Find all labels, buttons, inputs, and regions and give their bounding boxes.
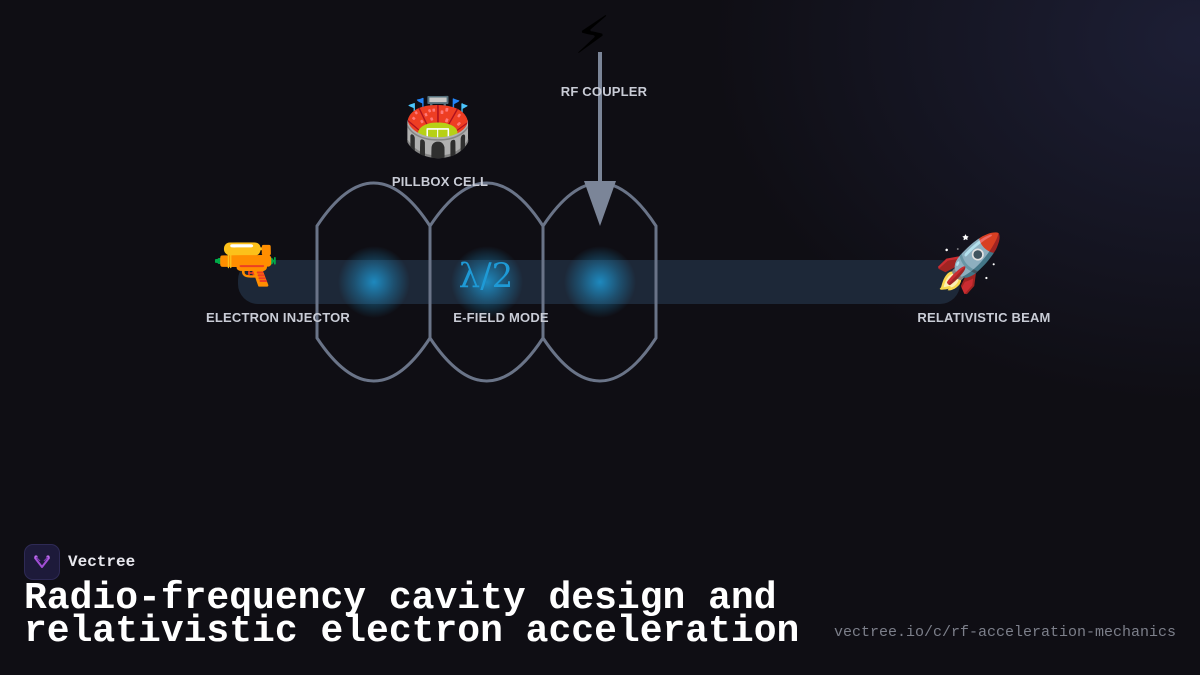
stadium-icon: 🏟️ — [403, 95, 473, 160]
vectree-logo-icon — [24, 544, 60, 580]
half-wavelength-label: λ/2 — [458, 256, 514, 296]
field-glow-1 — [338, 246, 410, 318]
source-url: vectree.io/c/rf-acceleration-mechanics — [833, 624, 1176, 641]
rocket-icon: 🚀 — [934, 231, 1004, 296]
page-title: Radio-frequency cavity design and relati… — [24, 577, 800, 653]
lightning-icon: ⚡ — [574, 6, 611, 66]
field-glow-2 — [451, 246, 523, 318]
efield-mode-label: E-FIELD MODE — [453, 310, 549, 325]
relativistic-beam-label: RELATIVISTIC BEAM — [917, 310, 1051, 325]
brand: Vectree — [24, 544, 135, 580]
water-pistol-icon: 🔫 — [212, 231, 280, 294]
cavity-cell-3 — [541, 181, 658, 383]
rf-coupler-label: RF COUPLER — [560, 84, 648, 99]
rf-feed-arrowhead — [584, 181, 616, 226]
brand-name: Vectree — [68, 553, 136, 571]
field-glow-3 — [564, 246, 636, 318]
electron-injector-label: ELECTRON INJECTOR — [205, 310, 351, 325]
pillbox-cell-label: PILLBOX CELL — [391, 174, 489, 189]
